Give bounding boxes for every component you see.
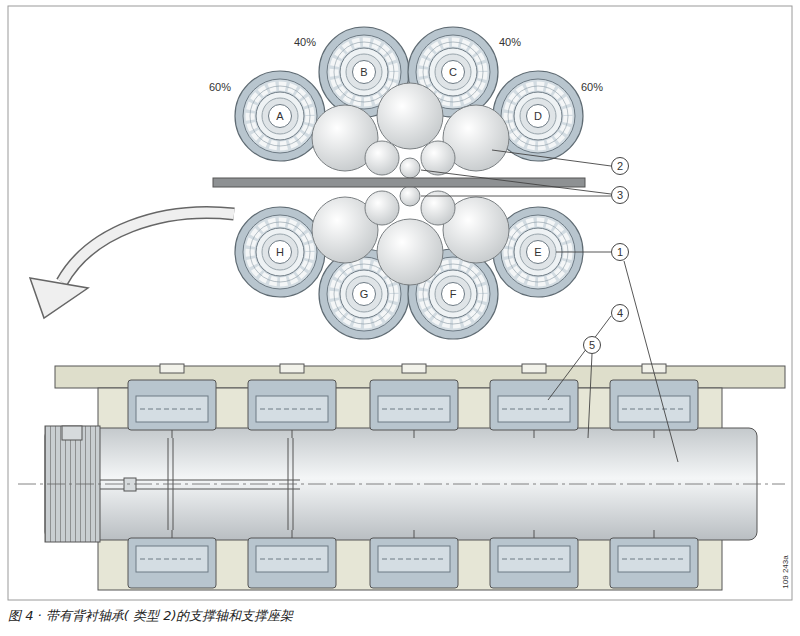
bearing-letter: E [526, 240, 550, 264]
callout-circle: 3 [611, 186, 629, 204]
bearing-letter: C [441, 60, 465, 84]
load-percentage: 60% [581, 82, 603, 93]
bearing-label: F [450, 289, 457, 300]
callout-circle: 4 [611, 304, 629, 322]
bearing-letter: A [268, 104, 292, 128]
callout-number: 3 [617, 190, 623, 201]
bearing-label: D [534, 111, 542, 122]
figure-caption: 图 4 · 带有背衬轴承( 类型 2)的支撑轴和支撑座架 [8, 608, 293, 624]
bearing-letter: B [352, 60, 376, 84]
load-percentage: 60% [209, 82, 231, 93]
bearing-letter: F [441, 282, 465, 306]
support-assembly [18, 364, 785, 590]
bearing-label: B [360, 67, 367, 78]
callout-number: 1 [617, 247, 623, 258]
figure-frame [8, 6, 792, 600]
bearing-letter: G [352, 282, 376, 306]
bearing-label: A [276, 111, 283, 122]
bearing-label: C [449, 67, 457, 78]
callout-number: 4 [617, 308, 623, 319]
drawing-number: 109 243a [782, 555, 790, 588]
metal-strip [213, 178, 585, 187]
bearing-label: E [534, 247, 541, 258]
callout-circle: 5 [583, 336, 601, 354]
callout-number: 5 [589, 340, 595, 351]
bearing-letter: D [526, 104, 550, 128]
view-arrow [30, 213, 234, 318]
leader-lines [421, 150, 678, 462]
load-percentage: 40% [294, 37, 316, 48]
bearing-letter: H [268, 240, 292, 264]
load-percentage: 40% [499, 37, 521, 48]
bearing-label: H [276, 247, 284, 258]
bearing-label: G [360, 289, 369, 300]
callout-circle: 2 [611, 157, 629, 175]
callout-number: 2 [617, 161, 623, 172]
callout-circle: 1 [611, 243, 629, 261]
